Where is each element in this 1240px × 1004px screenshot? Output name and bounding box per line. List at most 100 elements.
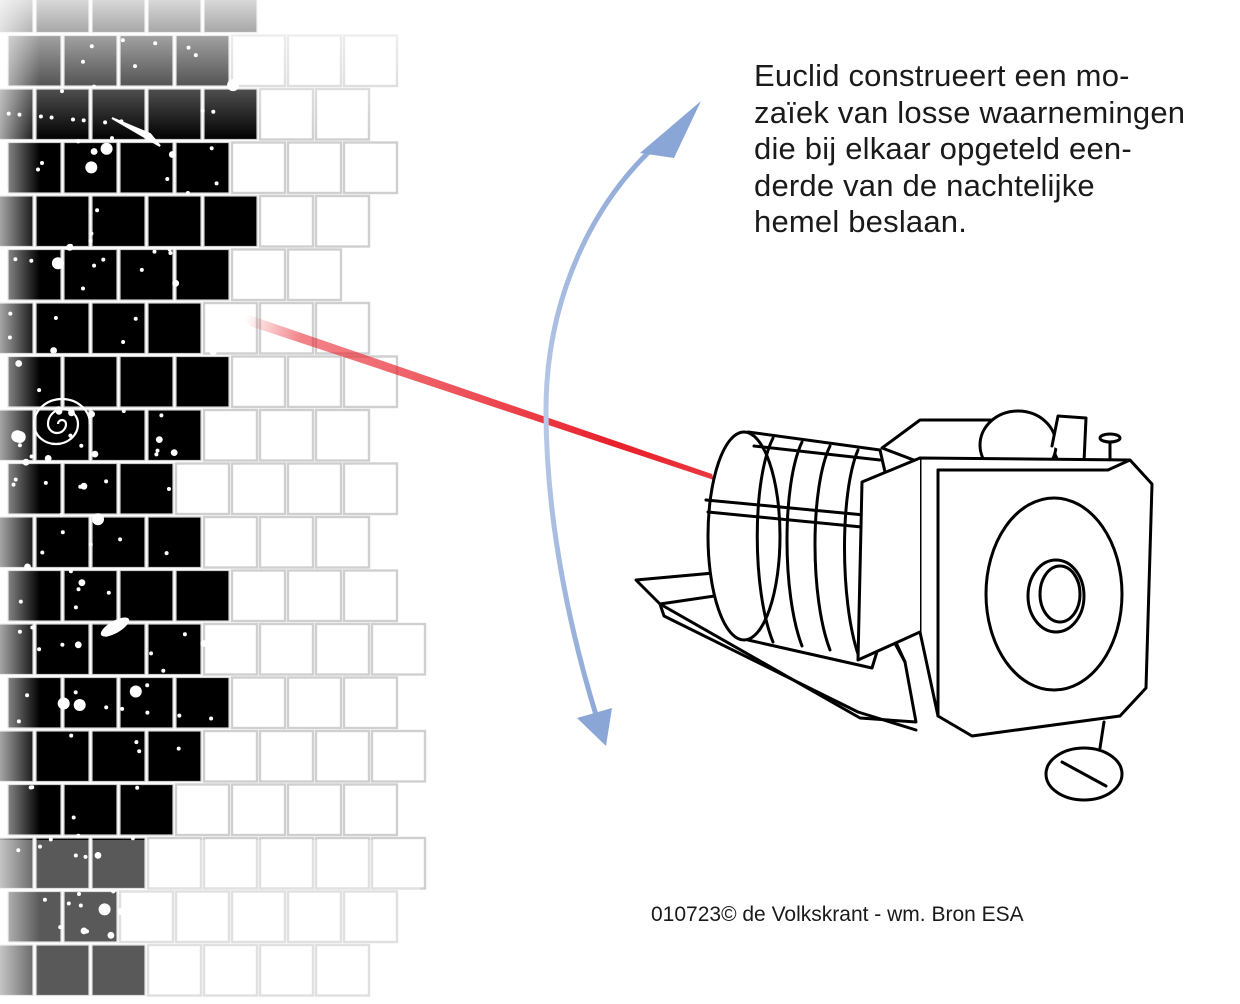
star: [168, 151, 176, 158]
star: [168, 251, 173, 255]
star: [38, 114, 43, 119]
mosaic-tile: [35, 837, 90, 890]
mosaic-tile: [342, 569, 399, 623]
star: [129, 685, 142, 698]
star: [74, 641, 82, 649]
star: [36, 167, 40, 172]
star: [121, 409, 126, 413]
star: [137, 749, 142, 754]
star: [57, 697, 70, 710]
mosaic-tile: [203, 195, 258, 248]
star: [81, 286, 85, 291]
star: [71, 117, 75, 122]
arrow-head-down: [577, 708, 612, 746]
mosaic-tile: [35, 730, 90, 783]
mosaic-tile: [370, 622, 427, 676]
star: [88, 410, 95, 418]
caption-line-3: die bij elkaar opgeteld een-: [754, 131, 1132, 166]
star: [120, 706, 125, 711]
star: [16, 848, 21, 853]
star: [22, 458, 30, 466]
mosaic-tile: [147, 516, 202, 569]
mosaic-tile: [202, 836, 259, 890]
star: [68, 569, 73, 574]
star: [89, 44, 94, 49]
star: [118, 537, 123, 542]
star: [167, 487, 171, 491]
mosaic-tile: [286, 783, 343, 837]
mosaic-tile: [202, 408, 259, 462]
mosaic-tile: [63, 569, 118, 622]
star: [100, 142, 113, 155]
mosaic-tile: [230, 890, 287, 944]
mosaic-tile: [314, 836, 371, 890]
mosaic-tile: [230, 141, 287, 195]
star: [135, 785, 140, 790]
star: [69, 733, 74, 738]
star: [94, 852, 102, 859]
star: [17, 629, 22, 634]
star: [152, 249, 157, 254]
star: [121, 340, 126, 344]
star: [104, 705, 109, 710]
star: [154, 452, 159, 457]
star: [88, 238, 93, 243]
star: [111, 889, 116, 894]
mosaic-tile: [146, 836, 203, 890]
star: [139, 267, 144, 272]
arrow-head-up: [640, 101, 701, 158]
mosaic-tile: [314, 729, 371, 783]
star: [133, 64, 137, 69]
star: [44, 455, 52, 462]
star: [66, 901, 71, 906]
mosaic-tile: [370, 836, 427, 890]
star: [81, 118, 86, 123]
mosaic-tile: [314, 943, 371, 997]
star: [37, 647, 42, 652]
star: [37, 388, 42, 393]
star: [6, 111, 11, 116]
star: [7, 335, 12, 340]
star: [30, 625, 35, 630]
mosaic-tile: [175, 248, 230, 301]
star: [30, 785, 35, 790]
star: [155, 448, 160, 453]
star: [16, 719, 21, 724]
star: [107, 931, 115, 939]
mosaic-tile: [91, 623, 146, 676]
star: [145, 710, 150, 715]
star: [58, 925, 63, 930]
mosaic-tile: [119, 569, 174, 622]
star: [159, 413, 164, 418]
star: [165, 177, 170, 181]
star: [76, 139, 81, 144]
star: [209, 146, 214, 151]
mosaic-tile: [258, 836, 315, 890]
mosaic-tile: [175, 141, 230, 194]
star: [60, 89, 64, 94]
star: [18, 599, 23, 604]
star: [76, 833, 81, 838]
mosaic-tile: [35, 516, 90, 569]
star: [8, 311, 13, 316]
mosaic-tile: [147, 302, 202, 355]
star: [186, 45, 191, 50]
mosaic-tile: [118, 890, 175, 944]
mosaic-tile: [286, 676, 343, 730]
star: [130, 836, 135, 841]
star: [50, 347, 57, 354]
mosaic-tile: [258, 622, 315, 676]
star: [106, 590, 111, 595]
mosaic-tile: [286, 141, 343, 195]
mosaic-tile: [63, 676, 118, 729]
mosaic-tile: [91, 409, 146, 462]
star: [59, 512, 64, 517]
streak-galaxy: [111, 117, 161, 147]
mosaic-tile: [342, 890, 399, 944]
star: [153, 41, 158, 46]
rotation-arrow: [543, 101, 701, 746]
mosaic-tile: [147, 623, 202, 676]
mosaic-tile: [314, 515, 371, 569]
mosaic-tile: [147, 730, 202, 783]
star: [185, 191, 190, 195]
